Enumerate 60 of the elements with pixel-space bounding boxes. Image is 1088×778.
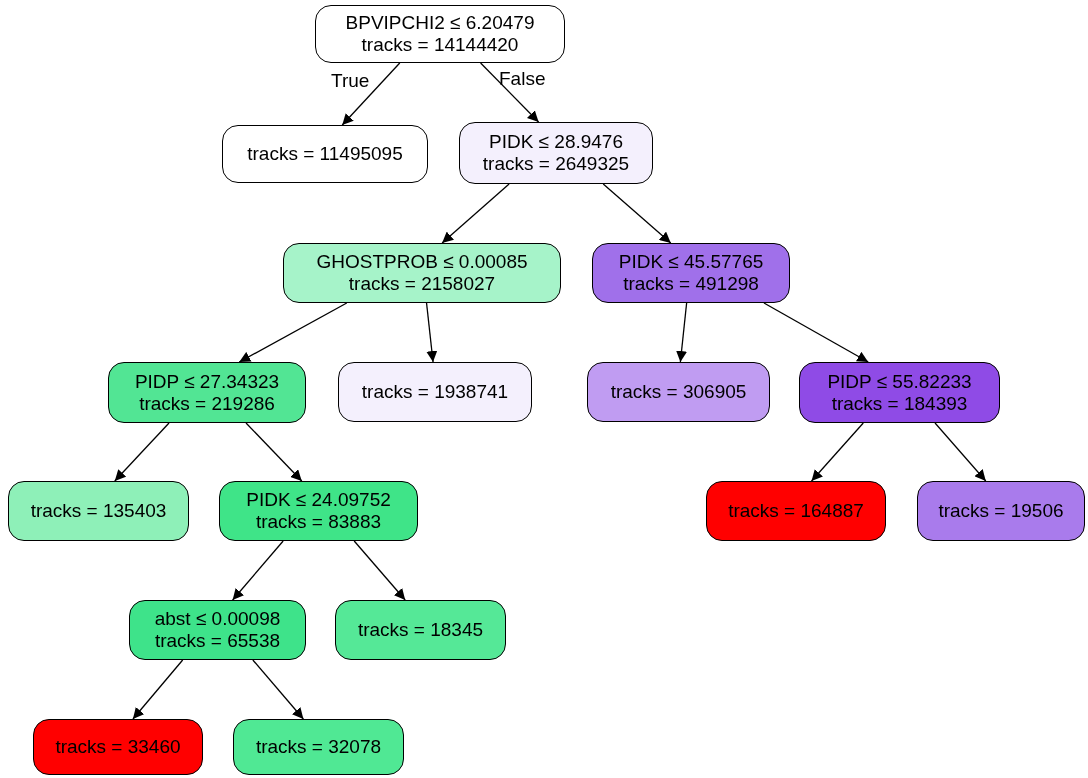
node-text: tracks = 32078 (255, 736, 382, 758)
node-text: abst ≤ 0.00098 (154, 608, 281, 630)
tree-node-box (129, 600, 306, 660)
tree-node-box (283, 243, 561, 303)
tree-node-box (338, 362, 532, 422)
tree-node-box (315, 5, 565, 63)
node-text: PIDP ≤ 55.82233 (827, 370, 972, 393)
node-text: GHOSTPROB ≤ 0.00085 (316, 251, 528, 273)
node-text: tracks = 14144420 (361, 34, 519, 56)
arrow (245, 422, 303, 482)
node-text: BPVIPCHI2 ≤ 6.20479 (345, 12, 535, 34)
arrow (676, 302, 688, 363)
arrow (114, 422, 170, 482)
node-text: PIDK ≤ 45.57765 (618, 251, 764, 273)
node-text: tracks = 135403 (30, 500, 167, 522)
tree-node-box (219, 481, 418, 541)
node-text: PIDP ≤ 27.34323 (134, 370, 280, 393)
arrow (934, 422, 987, 482)
node-text: tracks = 83883 (255, 511, 382, 533)
edge-label: True (331, 70, 370, 92)
node-text: tracks = 184393 (831, 392, 968, 415)
arrow (479, 62, 540, 123)
tree-node-box (706, 481, 886, 541)
tree-node-box (335, 600, 506, 660)
arrow (132, 659, 184, 720)
tree-node-box (233, 719, 404, 775)
node-text: tracks = 65538 (154, 630, 281, 652)
tree-node-box (222, 125, 428, 183)
tree-node-box (587, 362, 770, 422)
arrow (353, 540, 406, 601)
node-text: tracks = 2649325 (482, 153, 630, 175)
arrow (341, 62, 401, 126)
tree-node-box (108, 362, 306, 423)
tree-node-box (799, 362, 1000, 423)
tree-node-box (592, 243, 790, 303)
arrow (441, 183, 510, 244)
node-text: tracks = 306905 (610, 381, 747, 403)
node-text: PIDK ≤ 24.09752 (246, 489, 391, 511)
node-text: tracks = 19506 (938, 500, 1064, 522)
node-text: tracks = 164887 (728, 500, 864, 522)
node-text: tracks = 33460 (55, 736, 181, 758)
node-text: tracks = 219286 (139, 392, 275, 415)
arrow (238, 302, 348, 363)
arrow (232, 540, 284, 601)
node-text: tracks = 491298 (623, 273, 759, 295)
node-text: tracks = 18345 (357, 619, 484, 641)
tree-node-box (459, 122, 653, 184)
arrow (810, 422, 864, 482)
tree-node-box (917, 481, 1085, 541)
tree-node-box (33, 719, 203, 775)
tree-node-box (8, 481, 189, 541)
arrow (425, 302, 438, 363)
arrow (252, 659, 304, 720)
arrow (602, 183, 672, 244)
node-text: PIDK ≤ 28.9476 (489, 131, 623, 153)
node-text: tracks = 2158027 (348, 273, 496, 295)
edge-label: False (499, 68, 546, 90)
node-text: tracks = 11495095 (247, 143, 403, 165)
arrow (763, 302, 869, 363)
node-text: tracks = 1938741 (361, 381, 509, 403)
